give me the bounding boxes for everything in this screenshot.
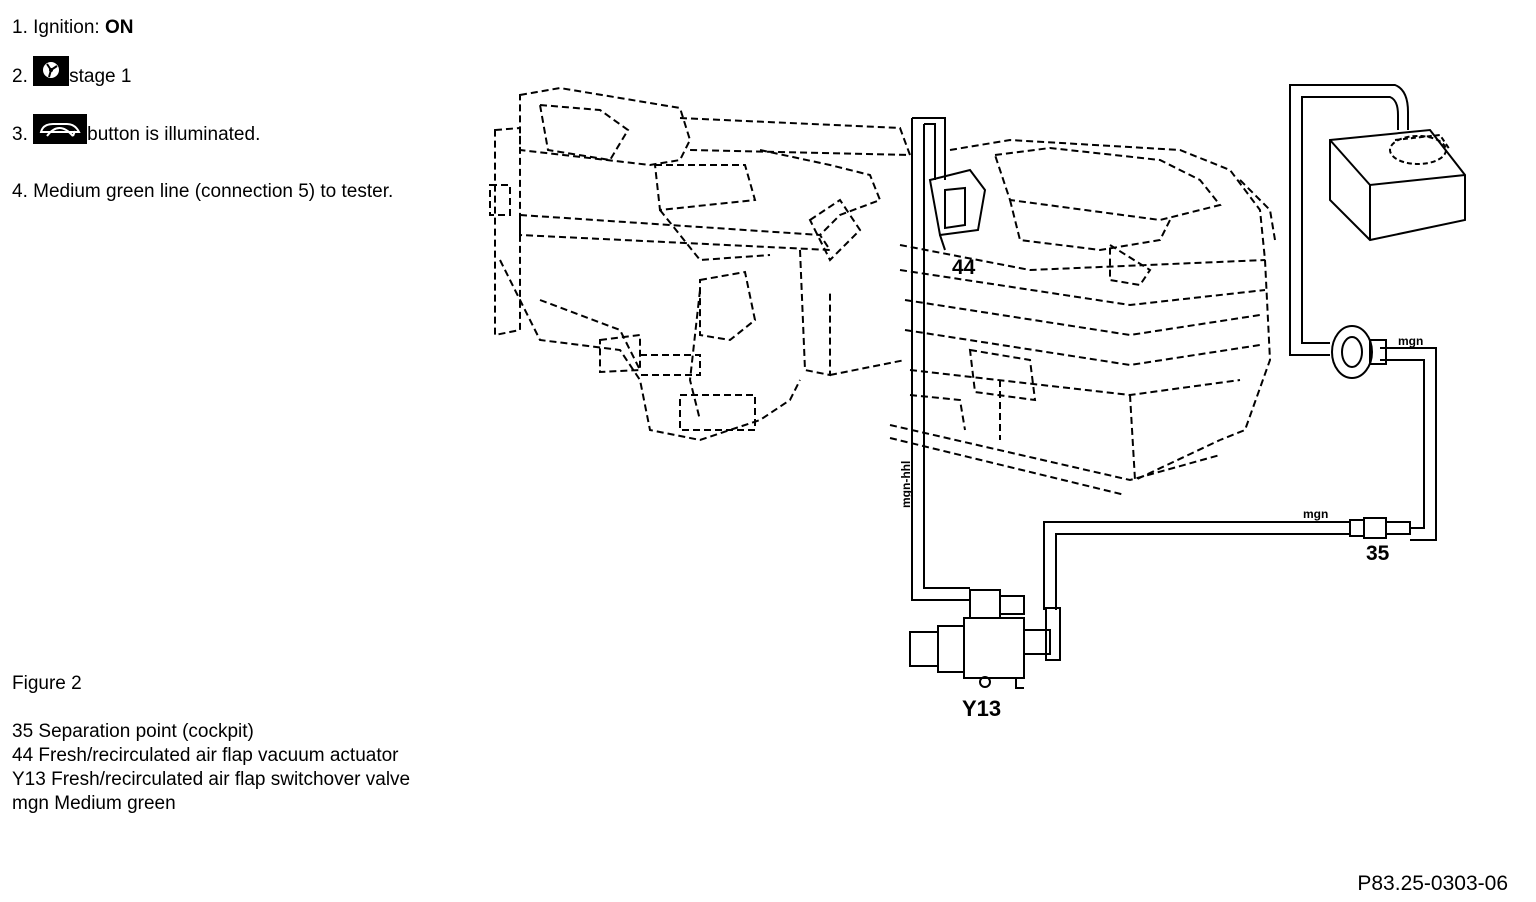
step-1: 1. Ignition: ON — [12, 17, 134, 38]
label-44: 44 — [952, 256, 976, 279]
vacuum-tester — [1329, 128, 1466, 242]
figure-legend: Figure 2 35 Separation point (cockpit) 4… — [12, 672, 432, 816]
label-line-mid: mgn — [1303, 507, 1328, 521]
label-line-top: mgn — [1398, 334, 1423, 348]
legend-item: Y13 Fresh/recirculated air flap switchov… — [12, 769, 411, 790]
figure-title: Figure 2 — [12, 673, 82, 694]
recirculation-button-icon — [33, 114, 88, 144]
label-y13: Y13 — [962, 696, 1001, 721]
legend-item: mgn Medium green — [12, 793, 176, 814]
separation-point-connector — [1349, 517, 1411, 539]
step-3: 3. button is illuminated. — [12, 114, 260, 150]
label-35: 35 — [1366, 542, 1390, 565]
tester-connector — [1331, 325, 1387, 379]
label-line-vertical: mgn-hhl — [899, 461, 913, 508]
figure-reference-code: P83.25-0303-06 — [1357, 872, 1508, 895]
ignition-state: ON — [104, 17, 134, 38]
legend-item: 44 Fresh/recirculated air flap vacuum ac… — [12, 745, 399, 766]
switchover-valve — [909, 589, 1061, 689]
fan-icon — [33, 56, 70, 86]
legend-item: 35 Separation point (cockpit) — [12, 721, 254, 742]
heater-box-outline — [489, 86, 1276, 496]
vacuum-lines — [911, 84, 1437, 610]
flap-vacuum-actuator — [928, 168, 987, 251]
step-4: 4. Medium green line (connection 5) to t… — [12, 181, 394, 202]
step-2: 1. 2. stage 1 — [12, 56, 131, 92]
